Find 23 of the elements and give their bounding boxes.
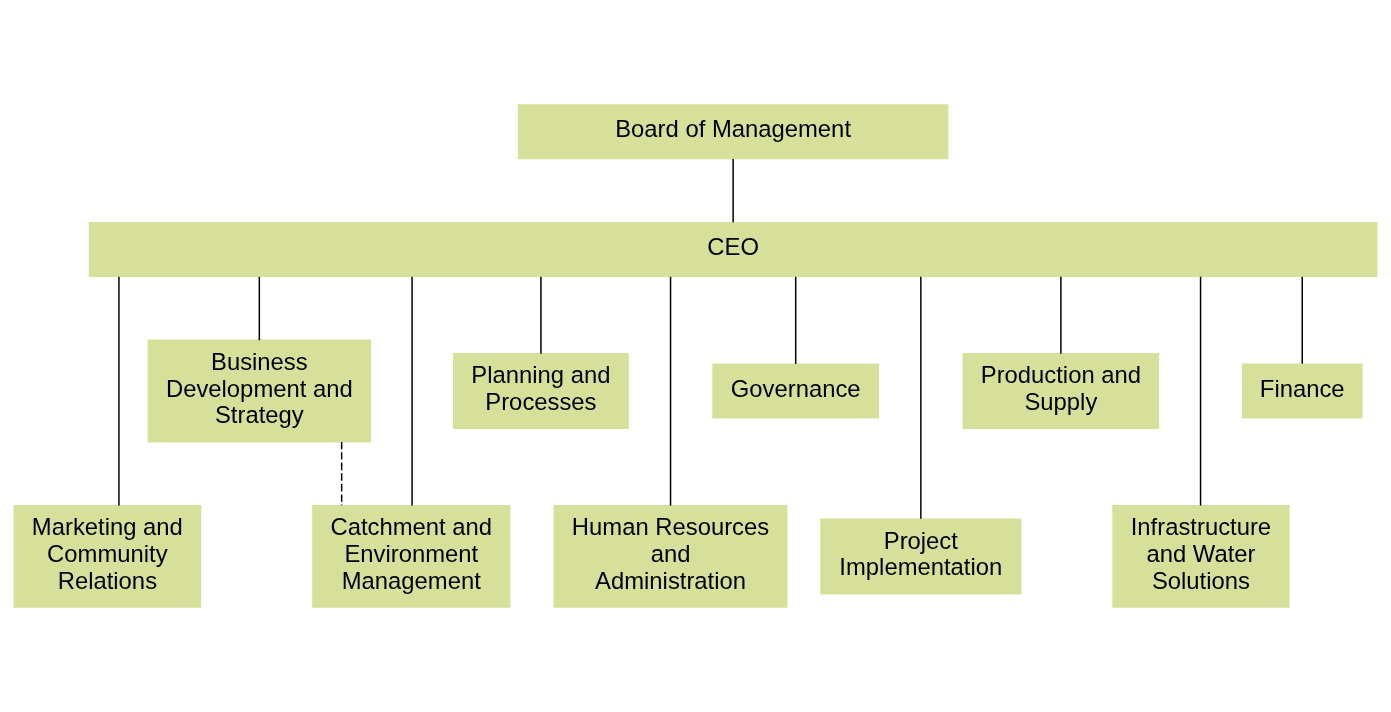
node-box: Production and Supply bbox=[962, 353, 1160, 429]
connector bbox=[1301, 276, 1303, 365]
connector bbox=[1060, 276, 1062, 355]
node-box: Board of Management bbox=[517, 104, 949, 160]
node-box: Infrastructure and Water Solutions bbox=[1112, 505, 1290, 608]
node-box: Catchment and Environment Management bbox=[312, 505, 511, 608]
node-box: Human Resources and Administration bbox=[553, 505, 788, 608]
connector bbox=[118, 275, 120, 507]
connector bbox=[794, 276, 797, 365]
connector bbox=[540, 276, 542, 355]
connector bbox=[258, 276, 261, 342]
node-box: Business Development and Strategy bbox=[147, 339, 372, 443]
node-box: Finance bbox=[1241, 363, 1363, 419]
node-box: Governance bbox=[712, 363, 880, 419]
connector bbox=[732, 158, 734, 224]
node-box: Project Implementation bbox=[820, 518, 1022, 595]
connector bbox=[411, 275, 413, 507]
node-box: Marketing and Community Relations bbox=[13, 505, 202, 608]
node-box: CEO bbox=[88, 221, 1378, 278]
connector bbox=[1199, 275, 1202, 507]
node-box: Planning and Processes bbox=[453, 353, 629, 429]
connector bbox=[920, 275, 922, 520]
connector bbox=[669, 275, 672, 507]
